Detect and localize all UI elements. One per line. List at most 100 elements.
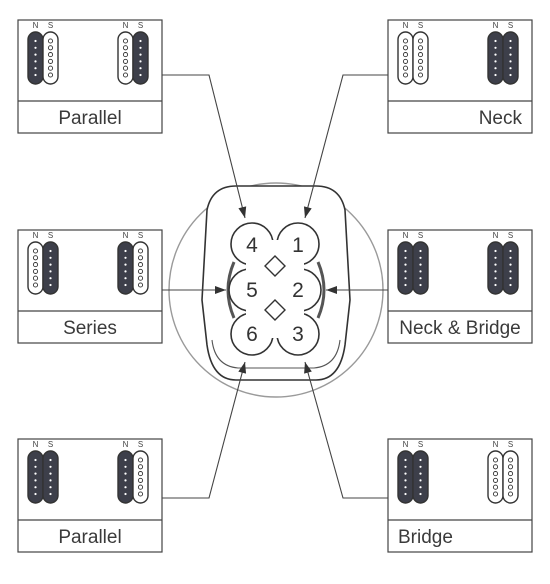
pole-piece [32,282,39,288]
pole-piece [34,492,37,496]
pole-piece [137,464,144,470]
pole-piece [49,283,52,287]
dark-coil [117,241,134,295]
switch-position-2: 2 [292,279,304,302]
pole-piece [404,277,407,280]
pole-piece [509,73,512,77]
pole-piece [494,263,497,266]
pole-piece [137,491,144,497]
pole-piece [137,275,144,281]
pole-piece [492,491,499,497]
pole-piece [49,277,52,280]
pole-piece [49,256,52,259]
pole-piece [122,52,129,58]
pole-piece [137,457,144,463]
pole-piece [124,458,127,462]
pole-piece [47,45,54,51]
pole-piece [404,479,407,482]
switch-position-4: 4 [246,234,258,257]
connector-to-position-3 [304,361,388,499]
north-pole-label: N [123,21,129,30]
pole-piece [419,277,422,280]
pole-piece [34,486,37,489]
connector-to-position-2 [326,286,388,294]
pole-piece [494,73,497,77]
dark-coil [487,241,504,295]
pole-piece [419,270,422,273]
pole-piece [122,72,129,78]
pole-piece [124,270,127,273]
pole-piece [417,38,424,44]
pole-piece [494,270,497,273]
dark-coil [132,31,149,85]
connector-to-position-4 [162,74,247,219]
dark-coil [27,450,44,504]
pole-piece [137,255,144,261]
pole-piece [494,67,497,70]
pole-piece [419,256,422,259]
pole-piece [417,65,424,71]
diamond-icon [264,255,286,277]
pole-piece [419,492,422,496]
pole-piece [402,52,409,58]
pole-piece [34,60,37,63]
white-coil [412,31,429,85]
pole-piece [137,471,144,477]
pole-piece [137,248,144,254]
pole-piece [492,477,499,483]
pole-piece [124,283,127,287]
pole-piece [419,249,422,253]
panel-label: Parallel [58,108,121,129]
dark-coil [487,31,504,85]
pole-piece [49,465,52,468]
white-coil [502,450,519,504]
pole-piece [494,283,497,287]
switch-position-6: 6 [246,323,258,346]
pole-piece [402,38,409,44]
arrowhead-icon [238,206,247,218]
pole-piece [494,46,497,49]
pole-piece [402,58,409,64]
pole-piece [404,492,407,496]
pole-piece [49,492,52,496]
pole-piece [34,46,37,49]
pole-piece [509,263,512,266]
south-pole-label: S [418,21,423,30]
pole-piece [32,262,39,268]
pole-piece [47,58,54,64]
pole-piece [34,67,37,70]
pole-piece [34,472,37,475]
south-pole-label: S [138,21,143,30]
dark-coil [27,31,44,85]
north-pole-label: N [33,231,39,240]
pole-piece [137,282,144,288]
pole-piece [137,477,144,483]
south-pole-label: S [48,21,53,30]
pole-piece [509,60,512,63]
switch-plate-inner-line [211,339,341,369]
dark-coil [502,31,519,85]
pole-piece [494,60,497,63]
pole-piece [34,73,37,77]
pole-piece [404,458,407,462]
pole-piece [492,464,499,470]
pole-piece [509,39,512,43]
switch-knob-left-arc [226,261,236,319]
pole-piece [404,256,407,259]
pole-piece [49,486,52,489]
connector-lines [162,74,388,499]
arrowhead-icon [303,206,312,218]
north-pole-label: N [493,21,499,30]
dark-coil [397,241,414,295]
pole-piece [507,484,514,490]
pole-piece [509,249,512,253]
pole-piece [49,479,52,482]
